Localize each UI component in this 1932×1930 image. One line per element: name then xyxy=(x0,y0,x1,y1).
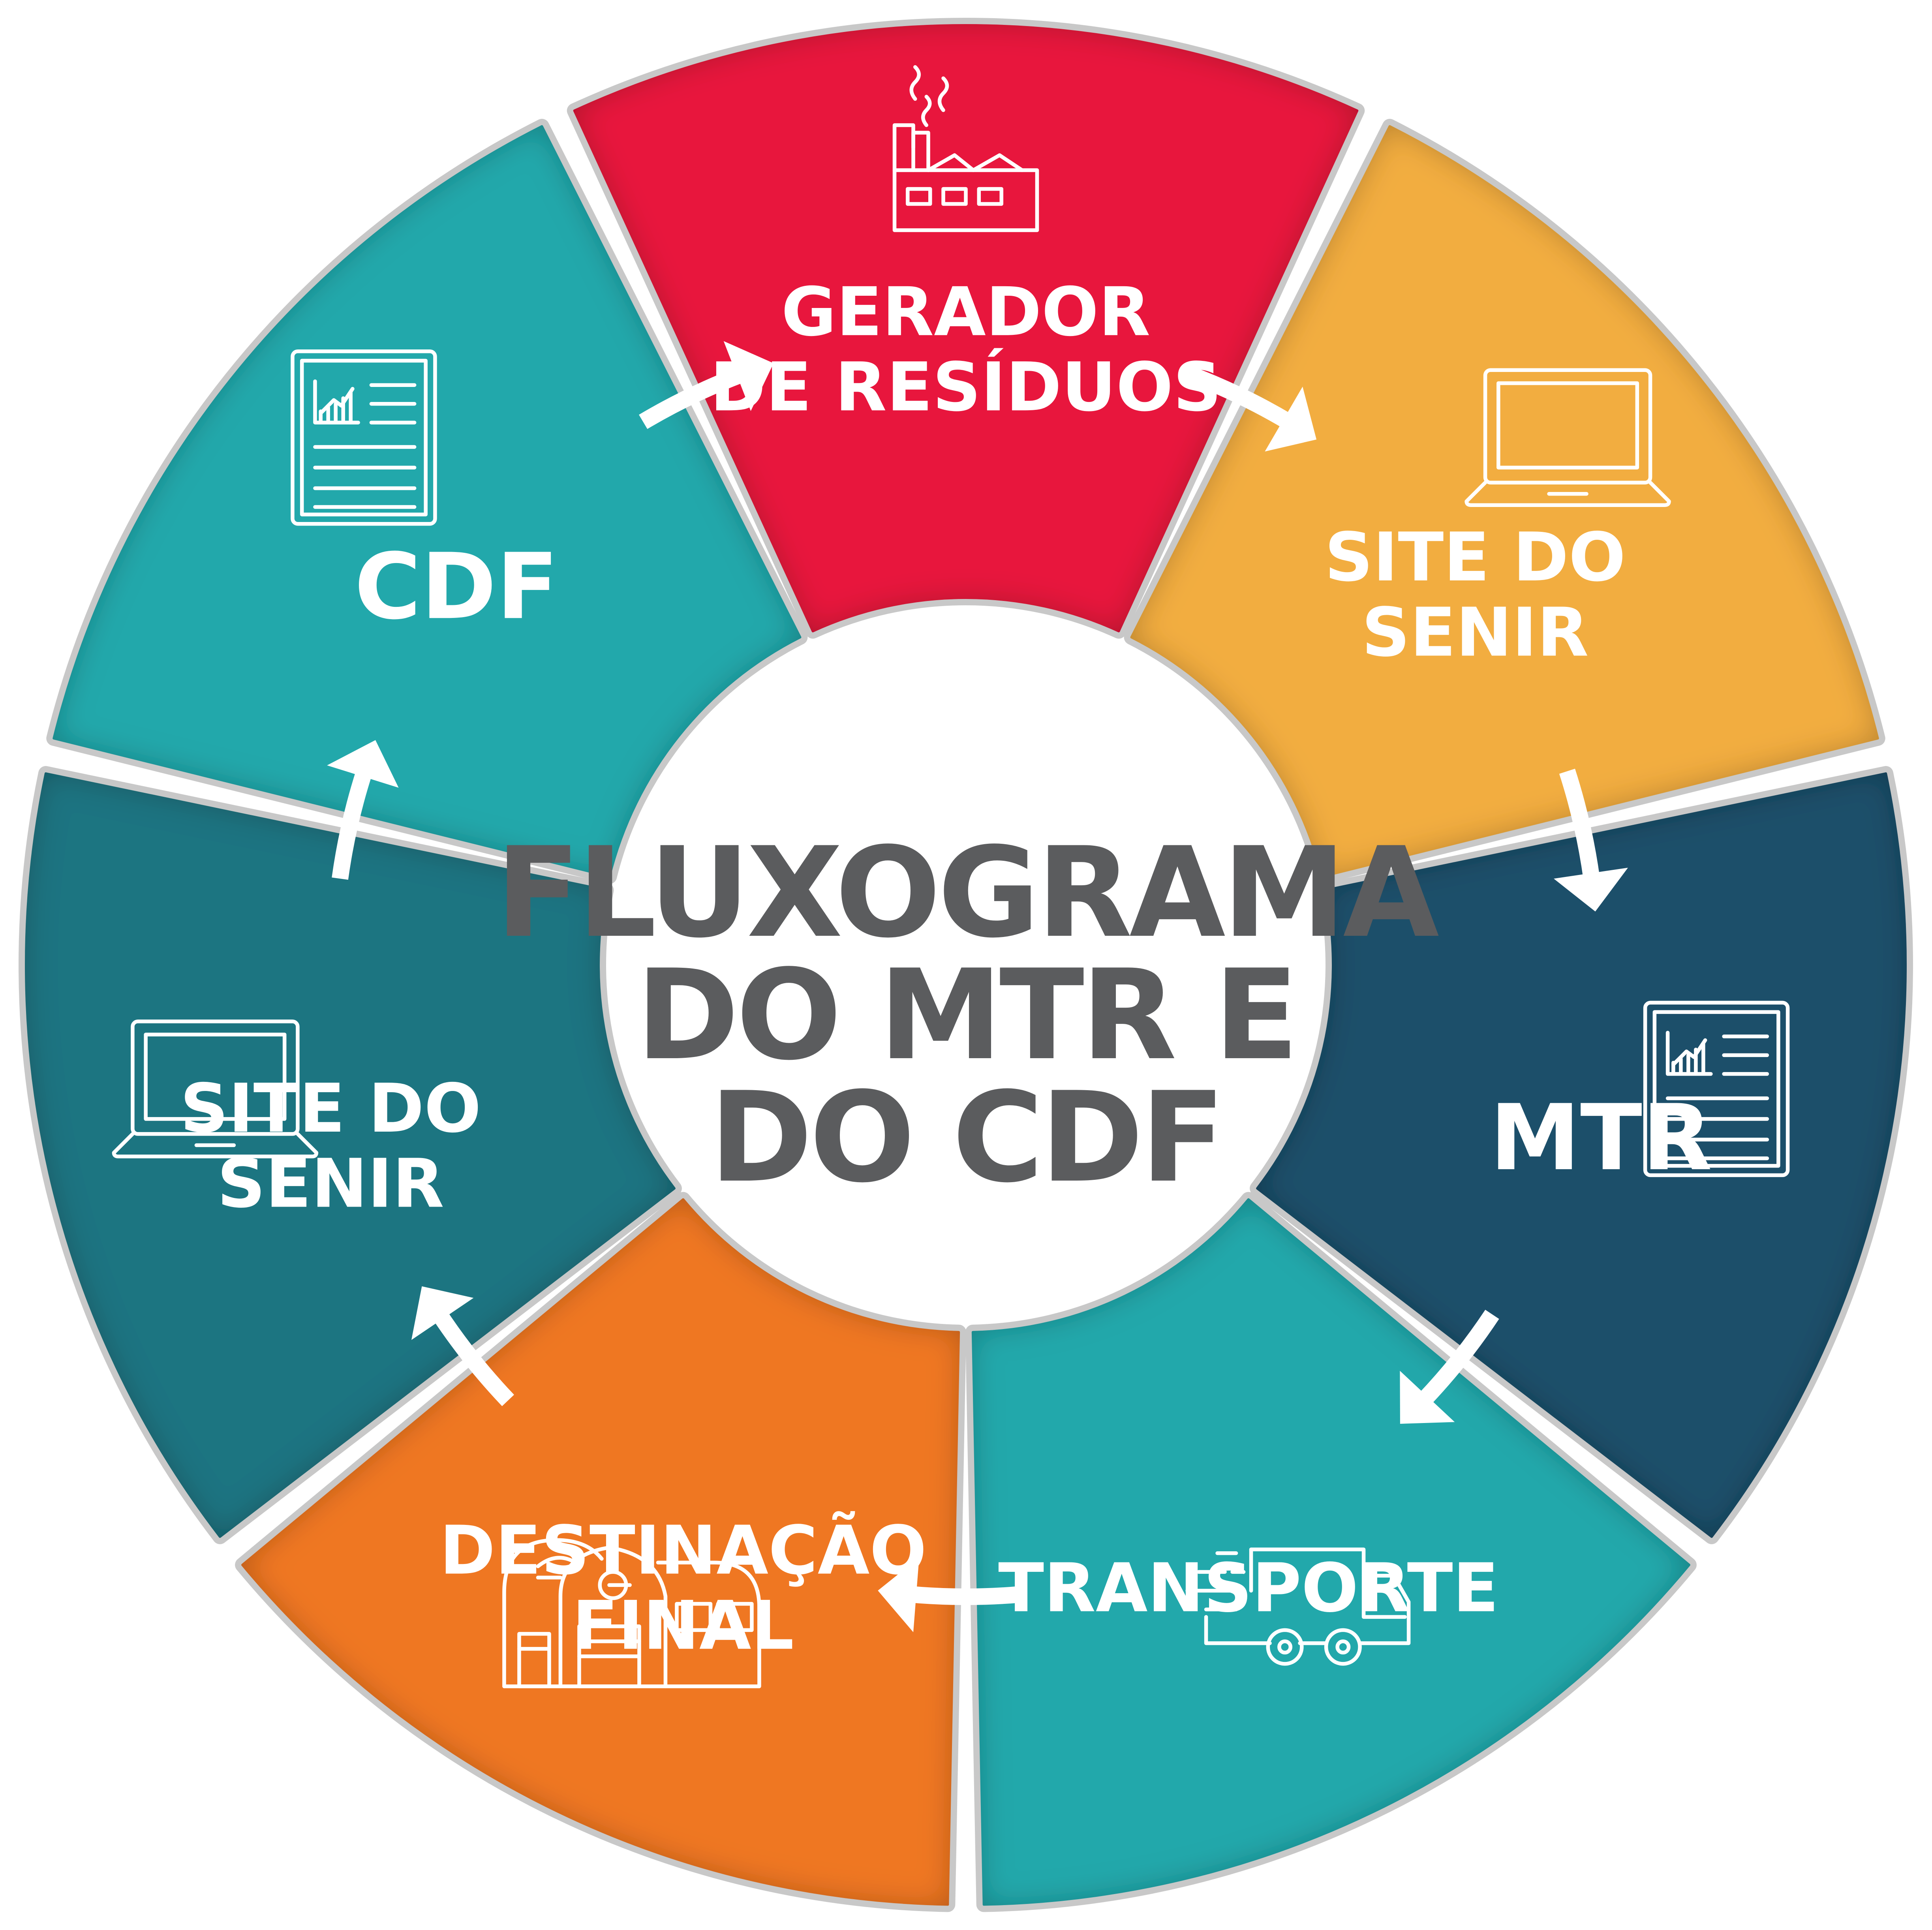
flow-arrow-transporte xyxy=(910,1586,1022,1605)
segment-label-cdf-line-1: CDF xyxy=(355,534,559,640)
segment-gerador xyxy=(573,24,1359,633)
arrows-layer xyxy=(327,341,1628,1632)
center-title-line-2: DO MTR E xyxy=(636,943,1296,1088)
center-title-group: FLUXOGRAMA DO MTR E DO CDF xyxy=(496,612,1443,1318)
flow-arrow-cdf xyxy=(639,366,745,429)
segment-site1 xyxy=(1130,125,1879,878)
flow-arrowhead-site2 xyxy=(327,740,399,788)
segment-label-site1-line-2: SENIR xyxy=(1362,593,1589,672)
segment-site2 xyxy=(25,772,676,1538)
flow-arrow-site1 xyxy=(1559,768,1600,880)
center-circle xyxy=(612,612,1319,1318)
segment-label-destinacao-line-2: FINAL xyxy=(572,1587,794,1665)
flow-arrowhead-destinacao xyxy=(411,1286,474,1340)
flow-arrow-site2 xyxy=(332,768,373,880)
flow-arrowhead-mtr xyxy=(1400,1371,1455,1424)
segment-label-site2-line-1: SITE DO xyxy=(180,1070,481,1148)
segment-transporte xyxy=(971,1198,1690,1906)
segment-label-gerador-line-1: GERADOR xyxy=(781,273,1151,351)
flow-arrowhead-site1 xyxy=(1554,867,1628,912)
flow-arrowhead-gerador xyxy=(1265,387,1317,452)
center-title-line-3: DO CDF xyxy=(710,1066,1222,1210)
segment-label-mtr-line-1: MTR xyxy=(1490,1085,1712,1191)
flow-arrow-destinacao xyxy=(432,1310,514,1406)
flow-arrow-mtr xyxy=(1418,1310,1499,1406)
segment-label-site2-line-2: SENIR xyxy=(217,1145,444,1223)
segment-label-transporte-line-1: TRANSPORTE xyxy=(998,1549,1499,1628)
segment-mtr xyxy=(1256,772,1907,1538)
flow-arrowhead-cdf xyxy=(723,341,774,411)
flow-arrowhead-transporte xyxy=(878,1557,919,1632)
segment-label-gerador-line-2: DE RESÍDUOS xyxy=(710,348,1221,426)
segment-label-site1-line-1: SITE DO xyxy=(1325,518,1626,597)
flow-arrow-gerador xyxy=(1186,366,1293,429)
segment-destinacao xyxy=(241,1198,960,1906)
center-title-line-1: FLUXOGRAMA xyxy=(496,821,1440,965)
segment-label-destinacao-line-1: DESTINAÇÃO xyxy=(439,1511,927,1590)
